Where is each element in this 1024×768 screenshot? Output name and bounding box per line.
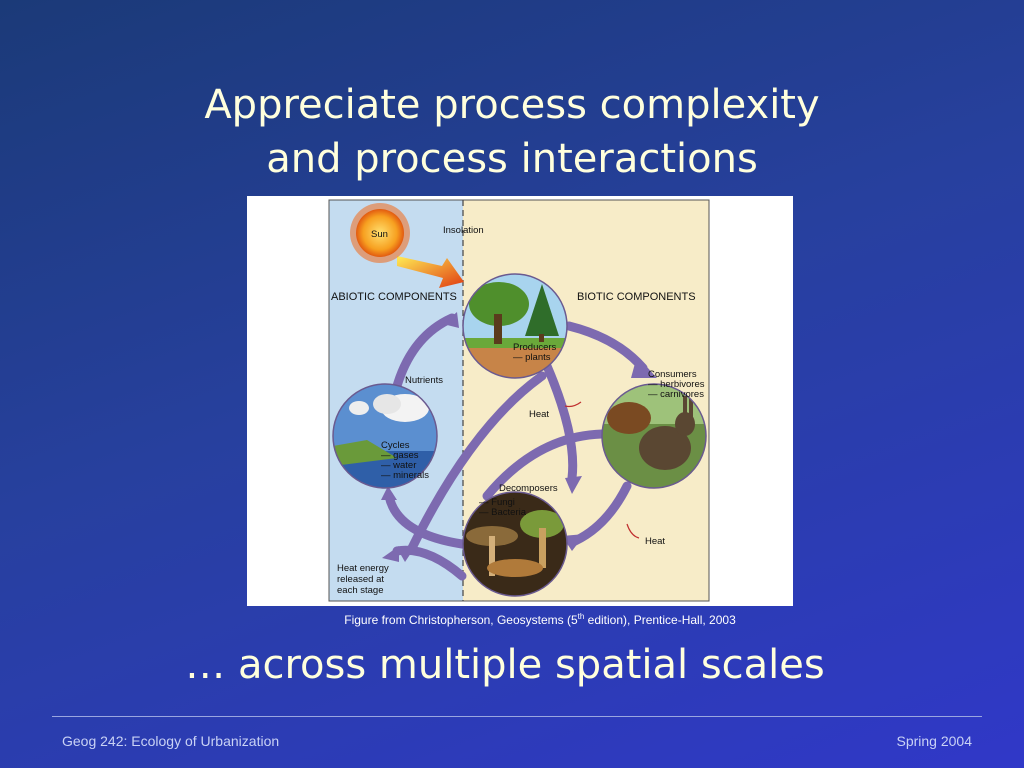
caption-superscript: th (577, 612, 585, 621)
arrow-heads (381, 312, 657, 562)
cycles-label: Cycles (381, 440, 410, 451)
heat-energy-label-2: released at (337, 574, 384, 585)
heat-arrow-right (626, 523, 640, 539)
figure-caption: Figure from Christopherson, Geosystems (… (0, 612, 1024, 627)
heat-energy-label-3: each stage (337, 585, 383, 596)
heat-energy-label-1: Heat energy (337, 563, 389, 574)
footer-divider (52, 716, 982, 717)
abiotic-label: ABIOTIC COMPONENTS (331, 291, 457, 303)
caption-text-post: edition), Prentice-Hall, 2003 (584, 613, 736, 627)
heat-center-label: Heat (529, 409, 549, 420)
producers-sub-label: — plants (513, 352, 551, 363)
slide-subtitle: … across multiple spatial scales (185, 642, 825, 688)
slide-title: Appreciate process complexity and proces… (0, 78, 1024, 186)
consumers-label: Consumers (648, 369, 697, 380)
title-line-2: and process interactions (266, 136, 758, 182)
insolation-arrow (397, 256, 464, 288)
caption-text-pre: Figure from Christopherson, Geosystems (… (344, 613, 578, 627)
footer-course: Geog 242: Ecology of Urbanization (62, 733, 280, 749)
producers-circle (462, 273, 568, 379)
heat-arrow-center (564, 401, 582, 408)
ecosystem-diagram: Sun Insolation ABIOTIC COMPONENTS BIOTIC… (247, 196, 793, 606)
cycles-sub-label-2: — water (381, 460, 416, 471)
cycles-circle (332, 383, 438, 489)
ecosystem-svg: Sun Insolation ABIOTIC COMPONENTS BIOTIC… (328, 199, 710, 602)
decomposers-sub-label-1: — Fungi (479, 497, 515, 508)
decomposers-sub-label-2: — Bacteria (479, 507, 527, 518)
sun-label: Sun (371, 229, 388, 240)
sun-icon (350, 203, 410, 263)
nutrients-label: Nutrients (405, 375, 443, 386)
decomposers-label: Decomposers (499, 483, 558, 494)
footer-term: Spring 2004 (896, 733, 972, 749)
cycles-sub-label-1: — gases (381, 450, 419, 461)
insolation-label: Insolation (443, 225, 484, 236)
consumers-sub-label-1: — herbivores (648, 379, 705, 390)
biotic-label: BIOTIC COMPONENTS (577, 291, 696, 303)
consumers-sub-label-2: — carnivores (648, 389, 704, 400)
title-line-1: Appreciate process complexity (204, 82, 820, 128)
heat-right-label: Heat (645, 536, 665, 547)
cycles-sub-label-3: — minerals (381, 470, 429, 481)
decomposers-circle (462, 491, 568, 597)
producers-label: Producers (513, 342, 557, 353)
